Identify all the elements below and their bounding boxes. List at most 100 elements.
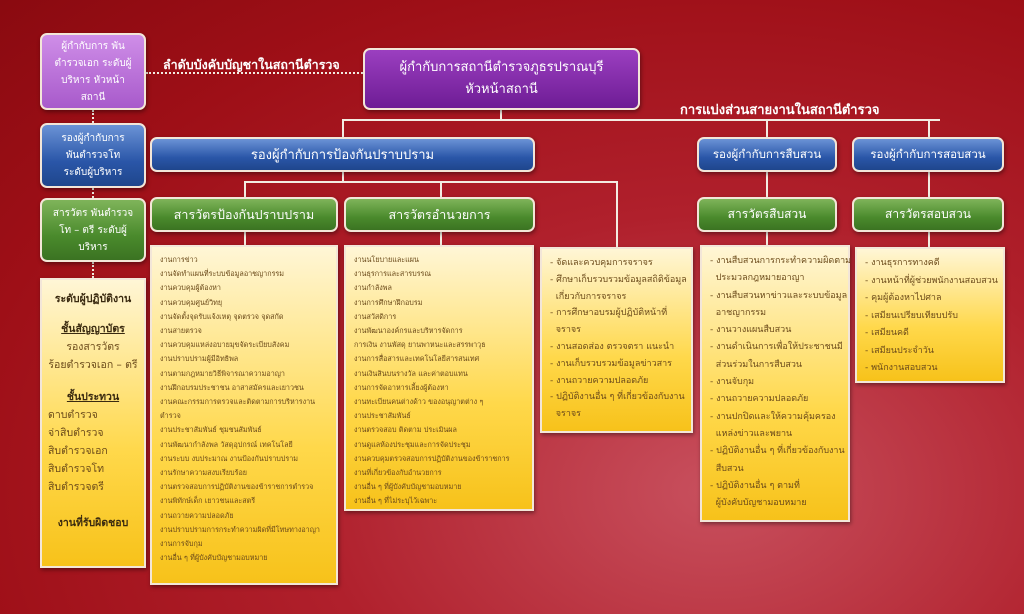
connector: [244, 232, 246, 245]
duty-item: งานดูแลห้องประชุมและการจัดประชุม: [354, 439, 471, 449]
duty-item: - งานเก็บรวบรวมข้อมูลข่าวสาร: [550, 358, 673, 369]
duty-item: งานการจัดอาหารเลี้ยงผู้ต้องหา: [354, 382, 449, 392]
deputy-prevention: รองผู้กำกับการป้องกันปราบปราม: [150, 137, 535, 172]
connector: [928, 232, 930, 247]
duty-item: ตำรวจ: [160, 411, 181, 421]
duty-item: - เสมียนคดี: [865, 328, 909, 338]
duties-inquiry: - งานธุรการทางคดี - งานหน้าที่ผู้ช่วยพนัก…: [855, 247, 1005, 383]
duty-item: งานประชาสัมพันธ์ ชุมชนสัมพันธ์: [160, 425, 262, 435]
duty-item: - งานวางแผนสืบสวน: [710, 325, 792, 336]
duties-prevention: งานการข่าวงานจัดทำแผนที่ระบบข้อมูลอาชญาก…: [150, 245, 338, 585]
duty-item: งานประชาสัมพันธ์: [354, 411, 411, 421]
duty-item: งานการศึกษาฝึกอบรม: [354, 297, 423, 307]
duty-item: - งานสืบสวนการกระทำความผิดตาม: [710, 256, 852, 266]
duty-item: งานการจับกุม: [160, 539, 203, 549]
duty-item: อาชญากรรม: [710, 307, 767, 318]
duty-item: งานจัดตั้งจุดรับแจ้งเหตุ จุดตรวจ จุดสกัด: [160, 311, 284, 321]
legend-connector: [92, 262, 94, 278]
duties-traffic: - จัดและควบคุมการจราจร - ศึกษาเก็บรวบรวมข…: [540, 247, 693, 433]
duty-item: งานทะเบียนคนต่างด้าว ของอนุญาตต่าง ๆ: [354, 397, 484, 407]
inspector-admin: สารวัตรอำนวยการ: [344, 197, 535, 232]
duty-item: งานพัฒนาองค์กรและบริหารจัดการ: [354, 326, 463, 336]
duty-item: จราจร: [550, 409, 581, 420]
duty-item: งานเงินสินบนรางวัล และค่าตอบแทน: [354, 368, 468, 378]
commissioned-title: ชั้นสัญญาบัตร: [61, 323, 125, 335]
duty-item: - ศึกษาเก็บรวบรวมข้อมูลสถิติข้อมูล: [550, 274, 687, 285]
connector: [342, 172, 344, 182]
duty-item: การเงิน งานพัสดุ ยานพาหนะและสรรพาวุธ: [354, 340, 486, 350]
noncom-rank: สิบตำรวจตรี: [48, 481, 104, 493]
duty-item: - งานธุรการทางคดี: [865, 258, 940, 268]
duty-item: - เสมียนเปรียบเทียบปรับ: [865, 310, 958, 321]
duty-item: งานสวัสดิการ: [354, 311, 397, 321]
connector: [244, 181, 618, 183]
duty-item: - งานหน้าที่ผู้ช่วยพนักงานสอบสวน: [865, 275, 998, 286]
duty-item: งานการข่าว: [160, 255, 198, 264]
duty-item: งานอื่น ๆ ที่ไม่ระบุไว้เฉพาะ: [354, 496, 438, 506]
duty-item: ส่วนร่วมในการสืบสวน: [710, 359, 803, 370]
duty-item: งานควบคุมแหล่งอบายมุขจัดระเบียบสังคม: [160, 340, 290, 350]
noncom-rank: จ่าสิบตำรวจ: [48, 427, 104, 439]
noncom-title: ชั้นประทวน: [66, 391, 120, 403]
duty-item: งานคณะกรรมการตรวจและติดตามการบริหารงาน: [160, 397, 316, 407]
station-head-title: ผู้กำกับการสถานีตำรวจภูธรปราณบุรี: [399, 60, 604, 75]
duty-item: งานนโยบายและแผน: [354, 255, 419, 264]
duty-item: จราจร: [550, 325, 581, 336]
duty-item: - งานปกปิดและให้ความคุ้มครอง: [710, 411, 836, 422]
duty-item: งานควบคุมผู้ต้องหา: [160, 283, 221, 293]
duty-item: งานกำลังพล: [354, 283, 392, 293]
deputy-investigation: รองผู้กำกับการสืบสวน: [697, 137, 837, 172]
legend-connector: [92, 110, 94, 123]
duty-item: เกี่ยวกับการจราจร: [550, 291, 627, 302]
duty-item: - งานดำเนินการเพื่อให้ประชาชนมี: [710, 342, 843, 353]
connector: [440, 232, 442, 245]
chain-connector: [146, 72, 363, 74]
commissioned-rank: รองสารวัตร: [66, 341, 120, 353]
duty-item: งานอื่น ๆ ที่ผู้บังคับบัญชามอบหมาย: [354, 482, 462, 492]
duty-item: - ปฏิบัติงานอื่น ๆ ที่เกี่ยวข้องกับงาน: [710, 446, 845, 457]
legend-operational: ระดับผู้ปฏิบัติงาน ชั้นสัญญาบัตร รองสารว…: [40, 278, 146, 568]
connector: [440, 181, 442, 197]
duty-item: งานควบคุมศูนย์วิทยุ: [160, 297, 223, 307]
legend-connector: [92, 188, 94, 198]
connector: [500, 110, 502, 121]
duty-item: - จัดและควบคุมการจราจร: [550, 258, 653, 268]
duty-item: งานฝึกอบรมประชาชน อาสาสมัครและเยาวชน: [160, 382, 304, 392]
duty-item: งานปราบปรามผู้มีอิทธิพล: [160, 354, 239, 364]
duty-item: ผู้บังคับบัญชามอบหมาย: [710, 498, 807, 509]
commissioned-rank: ร้อยตำรวจเอก – ตรี: [48, 359, 138, 371]
duties-admin: งานนโยบายและแผนงานธุรการและสารบรรณงานกำล…: [344, 245, 534, 511]
station-head: ผู้กำกับการสถานีตำรวจภูธรปราณบุรี หัวหน้…: [363, 48, 640, 110]
duty-item: - งานสืบสวนหาข่าวและระบบข้อมูล: [710, 290, 848, 301]
duties-investigation: - งานสืบสวนการกระทำความผิดตาม ประมวลกฎหม…: [700, 245, 852, 522]
duty-item: - ปฏิบัติงานอื่น ๆ ที่เกี่ยวข้องกับงาน: [550, 392, 685, 403]
connector: [616, 181, 618, 247]
duty-item: งานที่เกี่ยวข้องกับอำนวยการ: [354, 468, 442, 478]
duty-item: งานอื่น ๆ ที่ผู้บังคับบัญชามอบหมาย: [160, 553, 268, 563]
noncom-rank: สิบตำรวจโท: [48, 463, 105, 475]
inspector-inquiry: สารวัตรสอบสวน: [852, 197, 1004, 232]
deputy-inquiry: รองผู้กำกับการสอบสวน: [852, 137, 1004, 172]
duty-item: งานพิทักษ์เด็ก เยาวชนและสตรี: [160, 496, 256, 506]
duty-item: งานตรวจสอบ ติดตาม ประเมินผล: [354, 425, 457, 435]
duty-item: - งานสอดส่อง ตรวจตรา แนะนำ: [550, 341, 675, 352]
duty-item: - ปฏิบัติงานอื่น ๆ ตามที่: [710, 480, 800, 491]
noncom-rank: ดาบตำรวจ: [48, 409, 98, 421]
duty-item: งานสายตรวจ: [160, 326, 202, 336]
connector: [928, 172, 930, 197]
duty-item: งานรักษาความสงบเรียบร้อย: [160, 468, 248, 478]
duty-item: งานตรวจสอบการปฏิบัติงานของข้าราชการตำรวจ: [160, 482, 314, 492]
operational-title: ระดับผู้ปฏิบัติงาน: [54, 293, 132, 305]
chain-label: ลำดับบังคับบัญชาในสถานีตำรวจ: [163, 57, 340, 72]
duty-item: แหล่งข่าวและพยาน: [710, 428, 793, 439]
noncom-rank: สิบตำรวจเอก: [48, 445, 108, 457]
duty-item: งานการสื่อสารและเทคโนโลยีสารสนเทศ: [354, 354, 480, 364]
duty-item: - พนักงานสอบสวน: [865, 363, 938, 373]
duty-item: - เสมียนประจำวัน: [865, 345, 934, 356]
duty-item: งานควบคุมตรวจสอบการปฏิบัติงานของข้าราชกา…: [354, 453, 510, 463]
division-label: การแบ่งส่วนสายงานในสถานีตำรวจ: [680, 103, 880, 118]
duty-item: - งานถวายความปลอดภัย: [710, 394, 809, 405]
inspector-investigation: สารวัตรสืบสวน: [697, 197, 837, 232]
duty-item: งานจัดทำแผนที่ระบบข้อมูลอาชญากรรม: [160, 269, 285, 279]
duty-item: งานถวายความปลอดภัย: [160, 510, 234, 520]
